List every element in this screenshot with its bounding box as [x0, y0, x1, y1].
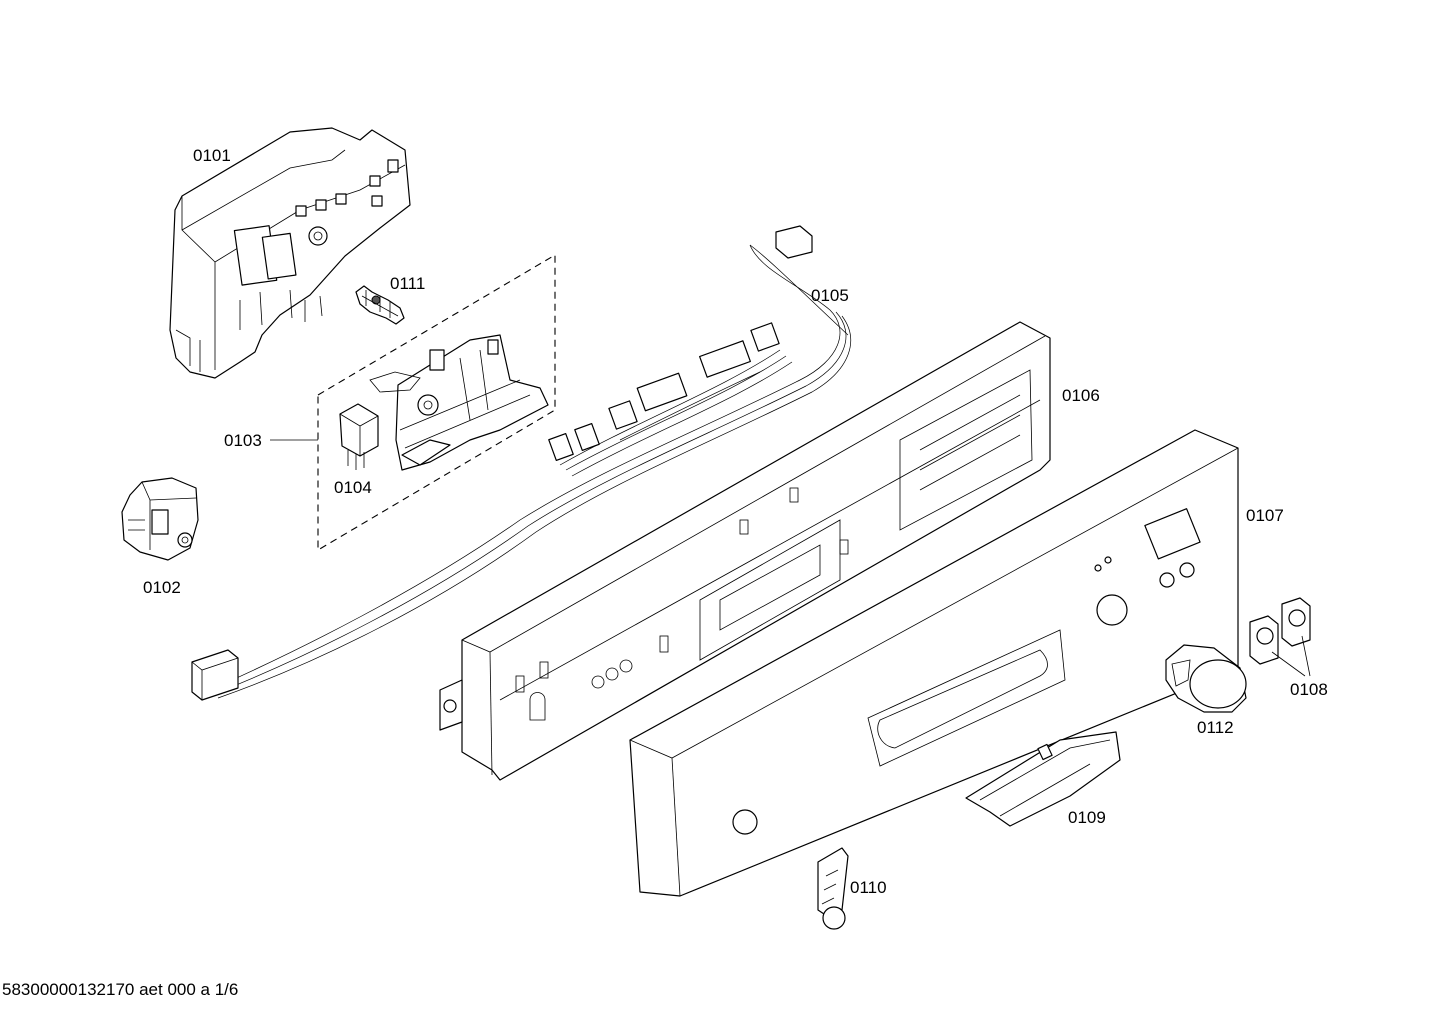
part-label-0106: 0106 — [1062, 386, 1100, 405]
drawing-reference-footer: 58300000132170 aet 000 a 1/6 — [2, 980, 239, 999]
part-0111-pin — [355, 285, 405, 325]
part-0102-sensor — [121, 477, 199, 561]
part-label-0109: 0109 — [1068, 808, 1106, 827]
part-0105-wiring-harness — [191, 225, 851, 701]
part-label-0112: 0112 — [1197, 718, 1234, 737]
part-label-0108: 0108 — [1290, 680, 1328, 699]
part-0106-control-frame — [439, 321, 1051, 781]
part-0112-knob — [1165, 644, 1247, 713]
part-0110-latch — [817, 847, 849, 930]
part-0103-door-lock — [369, 334, 549, 471]
part-label-0104: 0104 — [334, 478, 372, 497]
part-label-0102: 0102 — [143, 578, 181, 597]
part-label-0110: 0110 — [850, 878, 887, 897]
part-label-0101: 0101 — [193, 146, 231, 165]
part-label-0103: 0103 — [224, 431, 262, 450]
part-label-0105: 0105 — [811, 286, 849, 305]
part-label-0111: 0111 — [390, 274, 425, 293]
part-label-0107: 0107 — [1246, 506, 1284, 525]
group-0103-boundary — [317, 254, 556, 551]
part-0109-door-handle — [965, 731, 1121, 827]
part-0108-buttons — [1249, 597, 1311, 677]
part-0101-control-module — [169, 127, 411, 379]
part-0104-switch — [339, 403, 379, 470]
